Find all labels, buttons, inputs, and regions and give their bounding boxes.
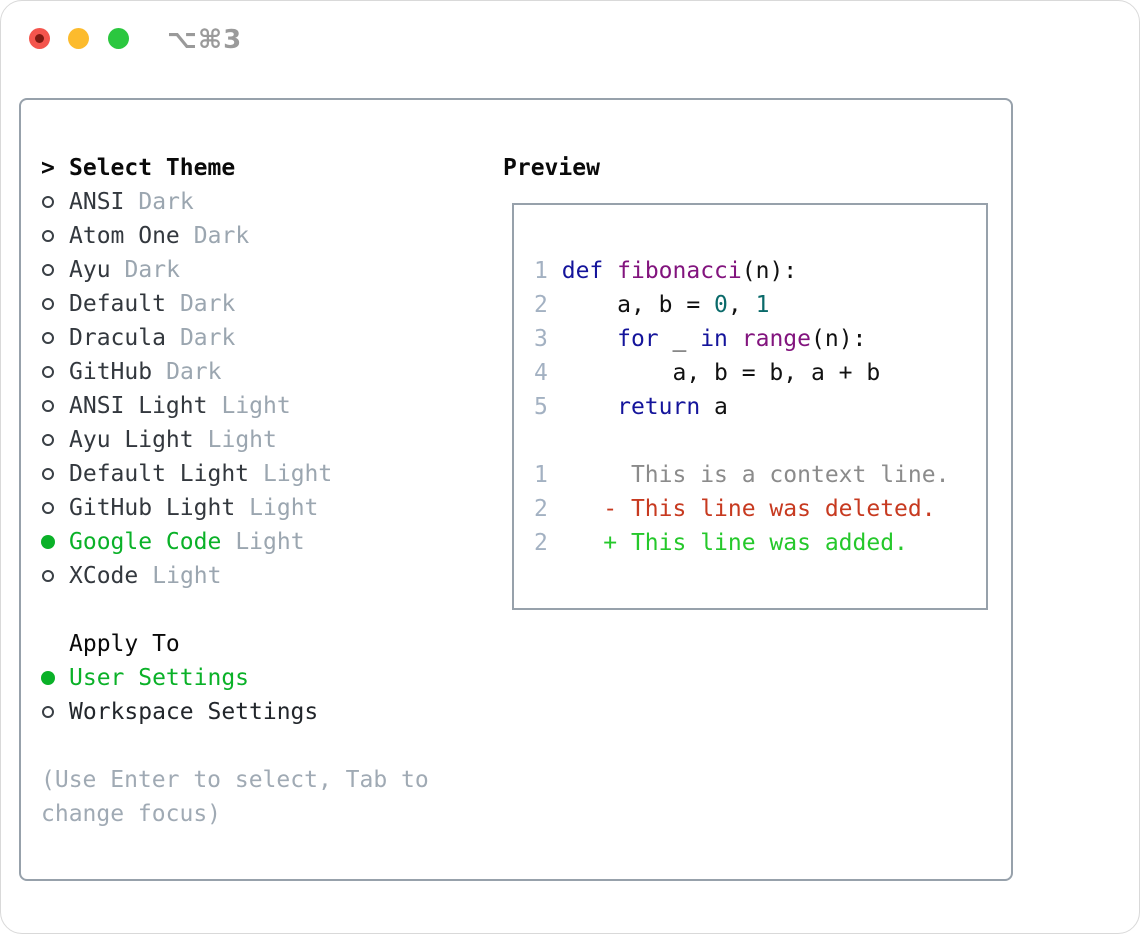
theme-option-atom-one-dark[interactable]: Atom One Dark <box>41 219 503 253</box>
close-dot-icon <box>35 34 44 43</box>
theme-variant-label: Dark <box>138 189 194 215</box>
theme-option-label: Default <box>69 291 166 317</box>
hint-text-line1: (Use Enter to select, Tab to <box>41 767 429 793</box>
theme-option-label: Google Code <box>69 529 222 555</box>
radio-icon <box>42 196 54 208</box>
line-number: 2 <box>534 496 548 522</box>
theme-option-github-light-light[interactable]: GitHub Light Light <box>41 491 503 525</box>
radio-icon <box>42 264 54 276</box>
line-number: 2 <box>534 292 548 318</box>
theme-variant-label: Light <box>249 495 319 521</box>
theme-variant-label: Dark <box>179 291 236 317</box>
theme-option-label: ANSI <box>69 189 125 215</box>
radio-icon <box>42 570 54 582</box>
radio-icon <box>42 468 54 480</box>
diff-line-added: 2 + This line was added. <box>534 530 908 556</box>
line-number: 4 <box>534 360 548 386</box>
theme-option-dracula-dark[interactable]: Dracula Dark <box>41 321 503 355</box>
theme-option-label: GitHub <box>69 359 153 385</box>
close-button[interactable] <box>29 28 50 49</box>
preview-pane: 1 def fibonacci(n): 2 a, b = 0, 1 3 for _ … <box>512 203 988 610</box>
theme-option-label: XCode <box>69 563 139 589</box>
code-line: 3 for _ in range(n): <box>534 326 867 352</box>
preview-header: Preview <box>503 155 600 181</box>
zoom-button[interactable] <box>108 28 129 49</box>
theme-variant-label: Light <box>207 427 277 453</box>
theme-option-ayu-dark[interactable]: Ayu Dark <box>41 253 503 287</box>
apply-option-workspace-settings[interactable]: Workspace Settings <box>41 695 503 729</box>
preview-code-block: 1 def fibonacci(n): 2 a, b = 0, 1 3 for _ … <box>534 254 986 424</box>
theme-variant-label: Light <box>263 461 333 487</box>
apply-to-header: Apply To <box>69 631 180 657</box>
diff-line-context: 1 This is a context line. <box>534 462 950 488</box>
theme-option-label: Default Light <box>69 461 250 487</box>
theme-option-ansi-light-light[interactable]: ANSI Light Light <box>41 389 503 423</box>
theme-option-ayu-light-light[interactable]: Ayu Light Light <box>41 423 503 457</box>
line-number: 1 <box>534 258 548 284</box>
radio-icon <box>42 706 54 718</box>
line-number: 2 <box>534 530 548 556</box>
theme-variant-label: Dark <box>193 223 250 249</box>
radio-selected-icon <box>41 535 55 549</box>
theme-option-label: Ayu <box>69 257 111 283</box>
line-number: 5 <box>534 394 548 420</box>
theme-option-label: GitHub Light <box>69 495 236 521</box>
line-number: 1 <box>534 462 548 488</box>
radio-icon <box>42 502 54 514</box>
preview-diff-block: 1 This is a context line. 2 - This line w… <box>534 458 986 560</box>
line-number: 3 <box>534 326 548 352</box>
diff-line-deleted: 2 - This line was deleted. <box>534 496 936 522</box>
preview-column: Preview 1 def fibonacci(n): 2 a, b = 0, 1… <box>503 151 1011 879</box>
window-shortcut-label: ⌥⌘3 <box>167 25 243 55</box>
spacer <box>534 424 986 458</box>
theme-option-xcode-light[interactable]: XCode Light <box>41 559 503 593</box>
title-bar: ⌥⌘3 <box>1 1 1139 77</box>
minimize-button[interactable] <box>68 28 89 49</box>
theme-option-label: Ayu Light <box>69 427 194 453</box>
theme-option-ansi-dark[interactable]: ANSI Dark <box>41 185 503 219</box>
radio-selected-icon <box>41 671 55 685</box>
theme-variant-label: Light <box>152 563 222 589</box>
theme-option-default-dark[interactable]: Default Dark <box>41 287 503 321</box>
theme-option-google-code-light[interactable]: Google Code Light <box>41 525 503 559</box>
theme-variant-label: Dark <box>166 359 222 385</box>
theme-option-label: ANSI Light <box>69 393 208 419</box>
spacer <box>41 729 503 763</box>
apply-option-user-settings[interactable]: User Settings <box>41 661 503 695</box>
select-theme-header-row: > Select Theme <box>41 151 503 185</box>
radio-icon <box>42 400 54 412</box>
theme-variant-label: Light <box>221 393 291 419</box>
apply-to-header-row: Apply To <box>41 627 503 661</box>
theme-option-github-dark[interactable]: GitHub Dark <box>41 355 503 389</box>
spacer <box>41 593 503 627</box>
radio-icon <box>42 332 54 344</box>
code-line: 5 return a <box>534 394 728 420</box>
radio-icon <box>42 298 54 310</box>
code-line: 2 a, b = 0, 1 <box>534 292 770 318</box>
select-theme-header: Select Theme <box>69 155 236 181</box>
theme-variant-label: Dark <box>124 257 180 283</box>
theme-variant-label: Light <box>235 529 305 555</box>
apply-option-label: Workspace Settings <box>69 699 319 725</box>
code-line: 1 def fibonacci(n): <box>534 258 798 284</box>
hint-text-line2: change focus) <box>41 801 222 827</box>
code-line: 4 a, b = b, a + b <box>534 360 881 386</box>
theme-option-label: Atom One <box>69 223 180 249</box>
theme-variant-label: Dark <box>179 325 236 351</box>
radio-icon <box>42 434 54 446</box>
apply-option-label: User Settings <box>69 665 250 691</box>
theme-option-label: Dracula <box>69 325 166 351</box>
radio-icon <box>42 366 54 378</box>
theme-option-default-light-light[interactable]: Default Light Light <box>41 457 503 491</box>
prompt-icon: > <box>41 155 55 181</box>
radio-icon <box>42 230 54 242</box>
